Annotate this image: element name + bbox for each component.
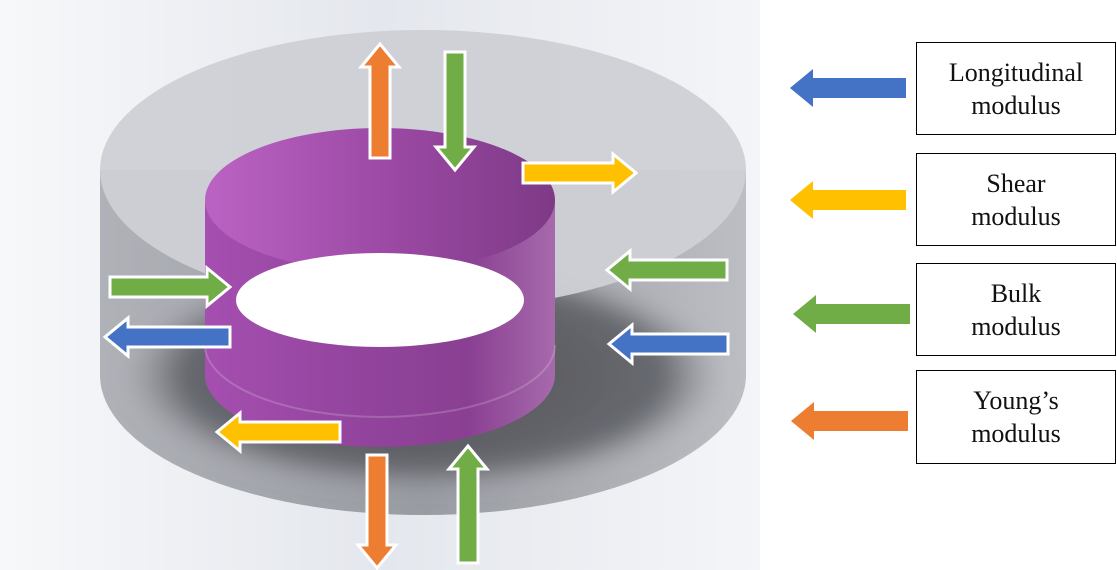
shear-arrow-top-right — [521, 150, 639, 196]
legend-label-line1: Young’s — [973, 386, 1059, 415]
legend-label-line2: modulus — [971, 201, 1061, 231]
youngs-arrow-bottom — [354, 453, 400, 570]
purple-ring-inner-wall — [205, 128, 555, 272]
force-arrows — [102, 41, 910, 570]
ring-rim-highlight — [204, 344, 556, 418]
legend-shear-modulus: Shear modulus — [916, 153, 1116, 246]
bulk-arrow-bottom — [445, 443, 491, 565]
legend-youngs-modulus: Young’s modulus — [916, 370, 1116, 464]
legend-label-line2: modulus — [971, 90, 1061, 120]
legend-label-line1: Bulk — [990, 278, 1042, 308]
legend-label-line2: modulus — [971, 311, 1061, 341]
shear-arrow-bottom — [214, 409, 342, 455]
bulk-arrow-right — [604, 247, 729, 293]
legend-label-line1: Longitudinal — [948, 57, 1084, 87]
legend-longitudinal-arrow — [790, 69, 906, 107]
legend-bulk-modulus: Bulk modulus — [916, 263, 1116, 356]
longitudinal-arrow-right — [606, 321, 730, 367]
legend-youngs-arrow — [791, 402, 908, 440]
legend-shear-arrow — [790, 181, 906, 219]
legend-label-line1: Shear — [986, 168, 1046, 198]
legend-bulk-arrow — [793, 295, 910, 333]
longitudinal-arrow-left — [102, 314, 232, 360]
youngs-arrow-top — [357, 41, 403, 160]
bulk-arrow-top — [432, 50, 478, 173]
legend-label-line2: modulus — [971, 419, 1061, 448]
ring-bore-opening — [236, 253, 524, 347]
bulk-arrow-left — [108, 264, 233, 310]
legend-longitudinal-modulus: Longitudinal modulus — [916, 42, 1116, 135]
